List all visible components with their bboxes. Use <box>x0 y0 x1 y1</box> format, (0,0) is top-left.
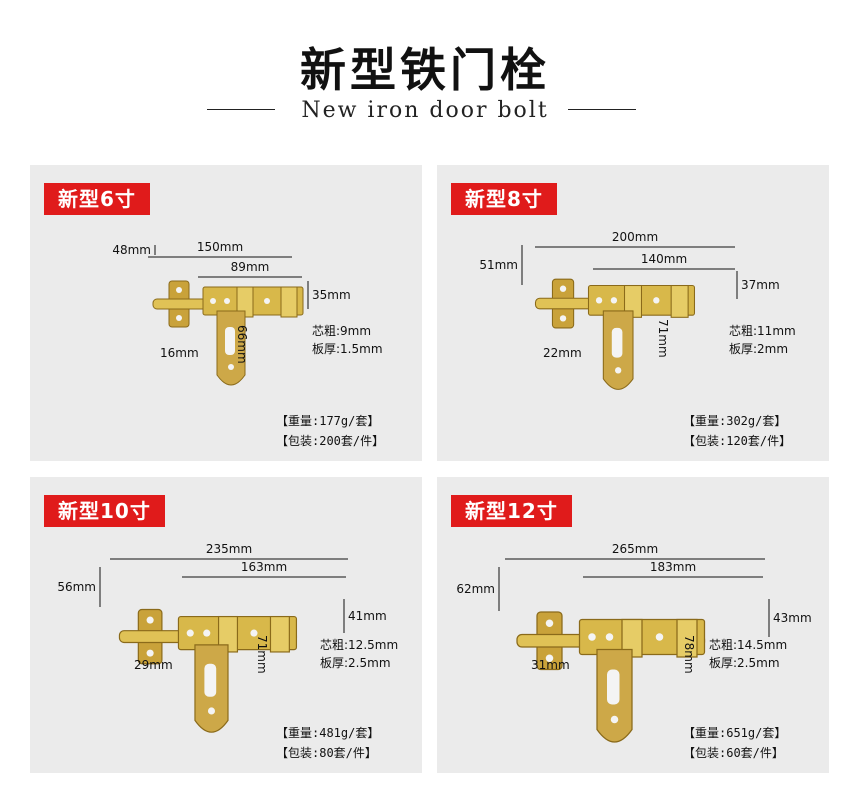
drop-length-label: 71mm <box>255 635 269 674</box>
plate-height-label: 43mm <box>773 611 812 625</box>
product-panel-8: 新型8寸【重量:302g/套】【包装:120套/件】 200mm 140mm 51mm… <box>437 165 829 461</box>
total-length-label: 235mm <box>206 542 252 556</box>
product-panel-12: 新型12寸【重量:651g/套】【包装:60套/件】 265mm 183mm 62mm… <box>437 477 829 773</box>
base-length-label: 16mm <box>160 346 199 360</box>
plate-length-label: 89mm <box>231 260 270 274</box>
screw-hole <box>176 315 182 321</box>
base-length-label: 22mm <box>543 346 582 360</box>
height-label: 56mm <box>57 580 96 594</box>
plate-thickness-label: 板厚:1.5mm <box>312 342 383 356</box>
bolt-illustration <box>534 278 696 390</box>
size-tag: 新型12寸 <box>451 495 572 527</box>
plate-length-label: 183mm <box>650 560 696 574</box>
bolt-illustration <box>516 611 706 743</box>
size-tag: 新型10寸 <box>44 495 165 527</box>
size-tag: 新型6寸 <box>44 183 150 215</box>
core-diameter-label: 芯粗:9mm <box>312 324 371 338</box>
plate-thickness-label: 板厚:2.5mm <box>320 656 391 670</box>
bolt-illustration <box>118 608 298 733</box>
drop-length-label: 71mm <box>656 319 670 358</box>
screw-hole <box>614 367 622 374</box>
screw-hole <box>588 633 596 641</box>
height-label: 51mm <box>479 258 518 272</box>
bolt-diagram: 200mm 140mm 51mm 37mm 22mm 71mm 芯粗:11mm 板厚:2mm <box>479 230 796 390</box>
weight-label: 【重量:651g/套】 <box>683 726 787 740</box>
core-diameter-label: 芯粗:11mm <box>729 324 796 338</box>
rod-guide <box>280 286 298 318</box>
drop-length-label: 78mm <box>682 635 696 674</box>
screw-hole <box>610 297 618 304</box>
screw-hole <box>250 629 258 637</box>
packing-label: 【包装:60套/件】 <box>683 746 784 760</box>
title-rule-left <box>207 109 275 110</box>
plate-height-label: 41mm <box>348 609 387 623</box>
bolt-illustration <box>152 280 304 386</box>
base-length-label: 29mm <box>134 658 173 672</box>
plate-height-label: 37mm <box>741 278 780 292</box>
hasp-slot <box>204 663 217 697</box>
height-label: 62mm <box>456 582 495 596</box>
packing-label: 【包装:200套/件】 <box>276 434 385 448</box>
bolt-diagram: 235mm 163mm 56mm 41mm 29mm 71mm 芯粗:12.5mm 板厚:2.… <box>57 542 398 733</box>
screw-hole <box>264 298 270 304</box>
plate-thickness-label: 板厚:2.5mm <box>709 656 780 670</box>
packing-label: 【包装:120套/件】 <box>683 434 792 448</box>
core-diameter-label: 芯粗:14.5mm <box>709 638 787 652</box>
hasp-slot <box>611 327 623 358</box>
screw-hole <box>559 285 567 292</box>
total-length-label: 150mm <box>197 240 243 254</box>
screw-hole <box>203 629 211 637</box>
screw-hole <box>176 287 182 293</box>
plate-height-label: 35mm <box>312 288 351 302</box>
hasp-slot <box>607 669 620 705</box>
base-length-label: 31mm <box>531 658 570 672</box>
hasp-slot <box>225 327 235 355</box>
page-title: 新型铁门栓 <box>300 43 550 97</box>
plate-thickness-label: 板厚:2mm <box>729 342 788 356</box>
height-label: 48mm <box>112 243 151 257</box>
screw-hole <box>210 298 216 304</box>
screw-hole <box>595 297 603 304</box>
screw-hole <box>186 629 194 637</box>
screw-hole <box>610 715 619 724</box>
screw-hole <box>655 633 664 641</box>
weight-label: 【重量:481g/套】 <box>276 726 380 740</box>
screw-hole <box>228 364 234 370</box>
rod-guide <box>670 284 689 318</box>
packing-label: 【包装:80套/件】 <box>276 746 377 760</box>
product-panel-6: 新型6寸【重量:177g/套】【包装:200套/件】 150mm 89mm 48mm 3… <box>30 165 422 461</box>
size-tag: 新型8寸 <box>451 183 557 215</box>
screw-hole <box>605 633 614 641</box>
rod-guide <box>269 615 290 653</box>
plate-length-label: 163mm <box>241 560 287 574</box>
drop-length-label: 66mm <box>235 325 249 364</box>
bolt-diagram: 150mm 89mm 48mm 35mm 16mm 66mm 芯粗:9mm 板厚:1.5mm <box>112 240 383 386</box>
screw-hole <box>545 654 554 662</box>
screw-hole <box>559 315 567 322</box>
screw-hole <box>224 298 230 304</box>
screw-hole <box>146 649 154 657</box>
weight-label: 【重量:177g/套】 <box>276 414 380 428</box>
weight-label: 【重量:302g/套】 <box>683 414 787 428</box>
bolt-diagram: 265mm 183mm 62mm 43mm 31mm 78mm 芯粗:14.5mm 板厚:2.… <box>456 542 812 743</box>
screw-hole <box>207 707 216 715</box>
total-length-label: 265mm <box>612 542 658 556</box>
total-length-label: 200mm <box>612 230 658 244</box>
screw-hole <box>146 616 154 624</box>
core-diameter-label: 芯粗:12.5mm <box>320 638 398 652</box>
page-subtitle: New iron door bolt <box>301 98 549 123</box>
screw-hole <box>545 619 554 627</box>
plate-length-label: 140mm <box>641 252 687 266</box>
product-panel-10: 新型10寸【重量:481g/套】【包装:80套/件】 235mm 163mm 56mm… <box>30 477 422 773</box>
rod-guide <box>676 618 698 658</box>
title-rule-right <box>568 109 636 110</box>
screw-hole <box>653 297 660 304</box>
